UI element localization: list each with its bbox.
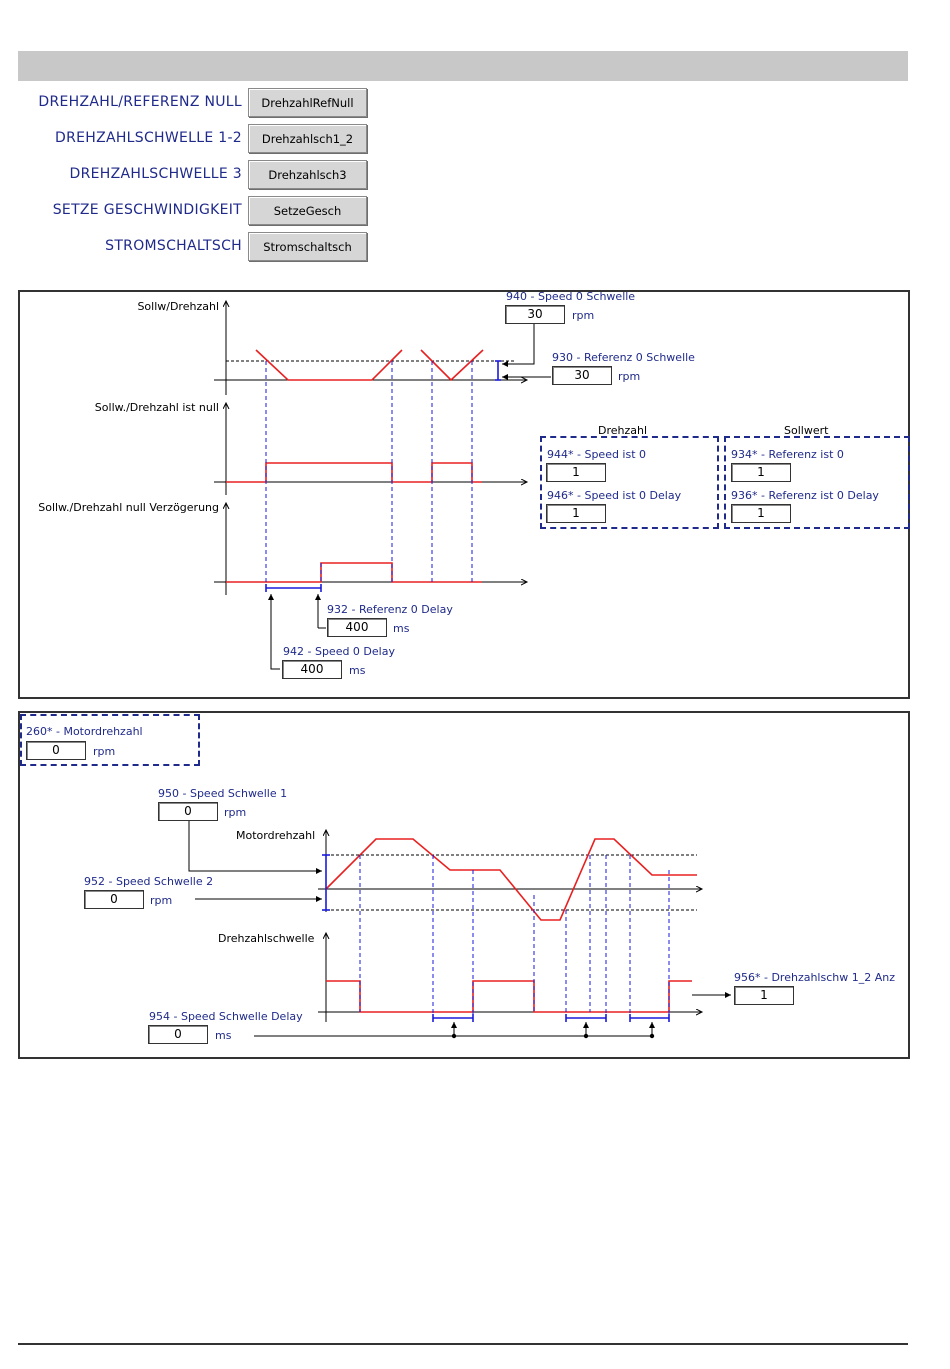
- p934-field[interactable]: 1: [731, 463, 791, 482]
- p952-unit: rpm: [150, 894, 173, 907]
- p932-unit: ms: [393, 622, 410, 635]
- grp-drehzahl-title: Drehzahl: [598, 424, 648, 437]
- p1-delay-bracket: [265, 584, 322, 592]
- nav-label-drehzahlschwelle-1-2: DREHZAHLSCHWELLE 1-2: [54, 130, 242, 146]
- nav-label-stromschaltsch: STROMSCHALTSCH: [105, 238, 242, 254]
- p954-field[interactable]: 0: [148, 1025, 208, 1044]
- p934-label: 934* - Referenz ist 0: [731, 448, 844, 461]
- grp-sollwert-title: Sollwert: [784, 424, 829, 437]
- p260-field[interactable]: 0: [26, 741, 86, 760]
- p1-speed-curve: [255, 349, 484, 382]
- stromschaltsch-button[interactable]: Stromschaltsch: [248, 232, 367, 261]
- setze-gesch-button[interactable]: SetzeGesch: [248, 196, 367, 225]
- p1-zero-delay-signal: [226, 562, 482, 583]
- p950-field[interactable]: 0: [158, 802, 218, 821]
- p260-box: [20, 714, 200, 766]
- p932-label: 932 - Referenz 0 Delay: [327, 603, 453, 616]
- p1-axis2-label: Sollw./Drehzahl ist null: [94, 401, 219, 414]
- nav-label-drehzahlschwelle-3: DREHZAHLSCHWELLE 3: [69, 166, 242, 182]
- p950-label: 950 - Speed Schwelle 1: [158, 787, 288, 800]
- p956-field[interactable]: 1: [734, 986, 794, 1005]
- footer-rule: [18, 1343, 908, 1345]
- p932-field[interactable]: 400: [327, 618, 387, 637]
- p936-label: 936* - Referenz ist 0 Delay: [731, 489, 879, 502]
- p2-event-markers: [359, 855, 670, 1018]
- p2-threshold-lines: [326, 854, 697, 911]
- header-bar: [18, 51, 908, 81]
- p930-label: 930 - Referenz 0 Schwelle: [552, 351, 695, 364]
- p1-event-markers: [265, 361, 473, 590]
- p2-threshold-bracket: [322, 854, 330, 911]
- nav-label-setze-geschwindigkeit: SETZE GESCHWINDIGKEIT: [52, 202, 242, 218]
- drehzahl-ref-null-button[interactable]: DrehzahlRefNull: [248, 88, 367, 117]
- p2-axis1-label: Motordrehzahl: [236, 829, 316, 842]
- p944-field[interactable]: 1: [546, 463, 606, 482]
- p940-field[interactable]: 30: [505, 305, 565, 324]
- p952-label: 952 - Speed Schwelle 2: [84, 875, 214, 888]
- p942-label: 942 - Speed 0 Delay: [283, 645, 395, 658]
- drehzahlsch1-2-button[interactable]: Drehzahlsch1_2: [248, 124, 367, 153]
- grp-sollwert-box: [724, 436, 910, 529]
- p1-axis3-label: Sollw./Drehzahl null Verzögerung: [38, 501, 219, 514]
- p944-label: 944* - Speed ist 0: [547, 448, 647, 461]
- p1-zero-signal: [226, 462, 482, 483]
- p942-field[interactable]: 400: [282, 660, 342, 679]
- p942-unit: ms: [349, 664, 366, 677]
- p940-label: 940 - Speed 0 Schwelle: [506, 290, 636, 303]
- p2-motor-speed-curve: [325, 838, 697, 921]
- p930-unit: rpm: [618, 370, 641, 383]
- p950-unit: rpm: [224, 806, 247, 819]
- p940-unit: rpm: [572, 309, 595, 322]
- p1-threshold-bracket: [495, 360, 501, 381]
- drehzahlsch3-button[interactable]: Drehzahlsch3: [248, 160, 367, 189]
- nav-label-drehzahl-ref-null: DREHZAHL/REFERENZ NULL: [38, 94, 242, 110]
- p260-unit: rpm: [93, 745, 116, 758]
- p2-threshold-signal: [326, 980, 692, 1013]
- p952-field[interactable]: 0: [84, 890, 144, 909]
- grp-drehzahl-box: [540, 436, 719, 529]
- p954-label: 954 - Speed Schwelle Delay: [149, 1010, 303, 1023]
- p946-field[interactable]: 1: [546, 504, 606, 523]
- p954-unit: ms: [215, 1029, 232, 1042]
- p946-label: 946* - Speed ist 0 Delay: [547, 489, 682, 502]
- p260-label: 260* - Motordrehzahl: [26, 725, 143, 738]
- p2-axis2-label: Drehzahlschwelle: [218, 932, 315, 945]
- p956-label: 956* - Drehzahlschw 1_2 Anz: [734, 971, 895, 984]
- p1-axis1-label: Sollw/Drehzahl: [137, 300, 219, 313]
- p936-field[interactable]: 1: [731, 504, 791, 523]
- p930-field[interactable]: 30: [552, 366, 612, 385]
- p2-delay-brackets: [432, 1014, 670, 1022]
